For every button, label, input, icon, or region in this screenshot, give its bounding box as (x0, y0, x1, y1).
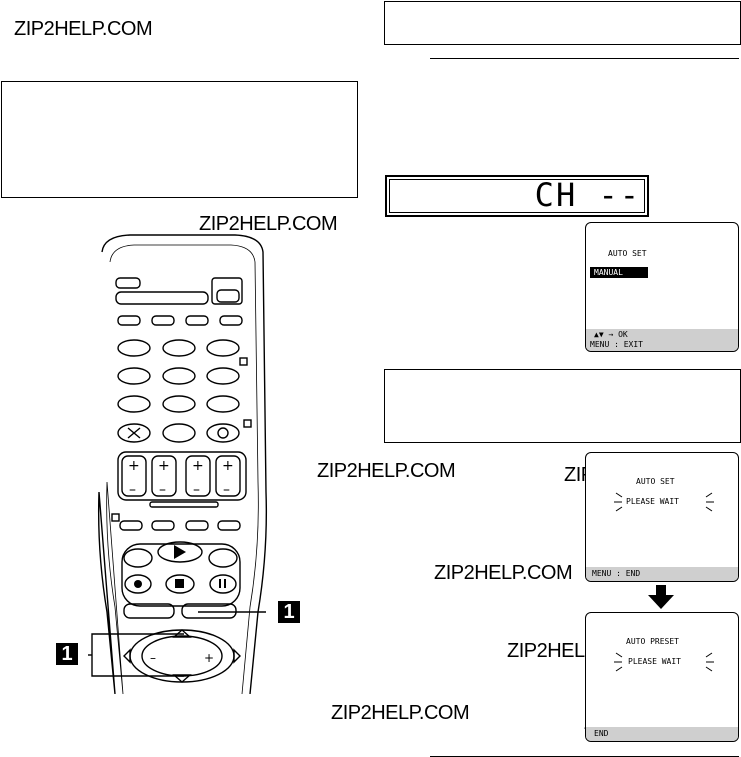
heading-box-right (384, 1, 741, 45)
instruction-box-left (1, 81, 358, 198)
instruction-box-right (384, 369, 741, 443)
blink-marks-icon (614, 652, 714, 672)
screen-line-2-blinking: PLEASE WAIT (628, 657, 681, 666)
screen-footer-text: MENU : END (592, 569, 641, 578)
screen-line-2-blinking: PLEASE WAIT (626, 497, 679, 506)
screen-footer-bar: ▲▼ → OK MENU : EXIT (586, 329, 738, 351)
screen-footer-text: MENU : EXIT (590, 340, 643, 349)
svg-text:–: – (150, 651, 156, 665)
screen-line-1: AUTO SET (636, 477, 675, 486)
svg-text:+: + (192, 458, 204, 474)
watermark-text: ZIP2HELP.COM (199, 213, 338, 235)
screen-footer-bar: END (586, 727, 738, 741)
watermark-text: ZIP2HELP.COM (317, 460, 456, 482)
screen-nav-hint: ▲▼ → OK (594, 330, 628, 339)
step-1-callout-left: 1 (56, 643, 78, 665)
watermark-text: ZIP2HELP.COM (14, 18, 153, 40)
channel-readout: CH -- (534, 176, 641, 214)
leader-lines (88, 611, 266, 677)
divider-top (430, 58, 739, 59)
blink-marks-icon (614, 492, 714, 512)
tv-screen-autopreset: AUTO PRESET PLEASE WAIT END (585, 612, 739, 742)
vcr-front-display: CH -- (385, 175, 649, 217)
svg-text:+: + (222, 458, 234, 474)
svg-text:+: + (158, 458, 170, 474)
screen-footer-bar: MENU : END (586, 567, 738, 581)
svg-text:–: – (223, 482, 230, 498)
remote-control-illustration: + + + + – – – – – + (97, 234, 268, 694)
svg-text:+: + (128, 458, 140, 474)
screen-footer-text: END (594, 729, 609, 738)
tv-screen-menu: AUTO SET MANUAL ▲▼ → OK MENU : EXIT (585, 222, 739, 352)
svg-text:–: – (159, 482, 166, 498)
screen-line-2-selected: MANUAL (590, 267, 648, 278)
down-arrow-icon (648, 585, 674, 609)
watermark-text: ZIP2HELP.COM (434, 562, 573, 584)
screen-line-1: AUTO SET (608, 249, 647, 258)
tv-screen-autoset: AUTO SET PLEASE WAIT MENU : END (585, 452, 739, 582)
svg-text:–: – (193, 482, 200, 498)
screen-line-1: AUTO PRESET (626, 637, 679, 646)
display-frame (389, 179, 645, 213)
watermark-text: ZIP2HELP.COM (331, 702, 470, 724)
svg-text:–: – (129, 482, 136, 498)
svg-text:+: + (204, 651, 214, 665)
step-1-callout-top: 1 (278, 601, 300, 623)
